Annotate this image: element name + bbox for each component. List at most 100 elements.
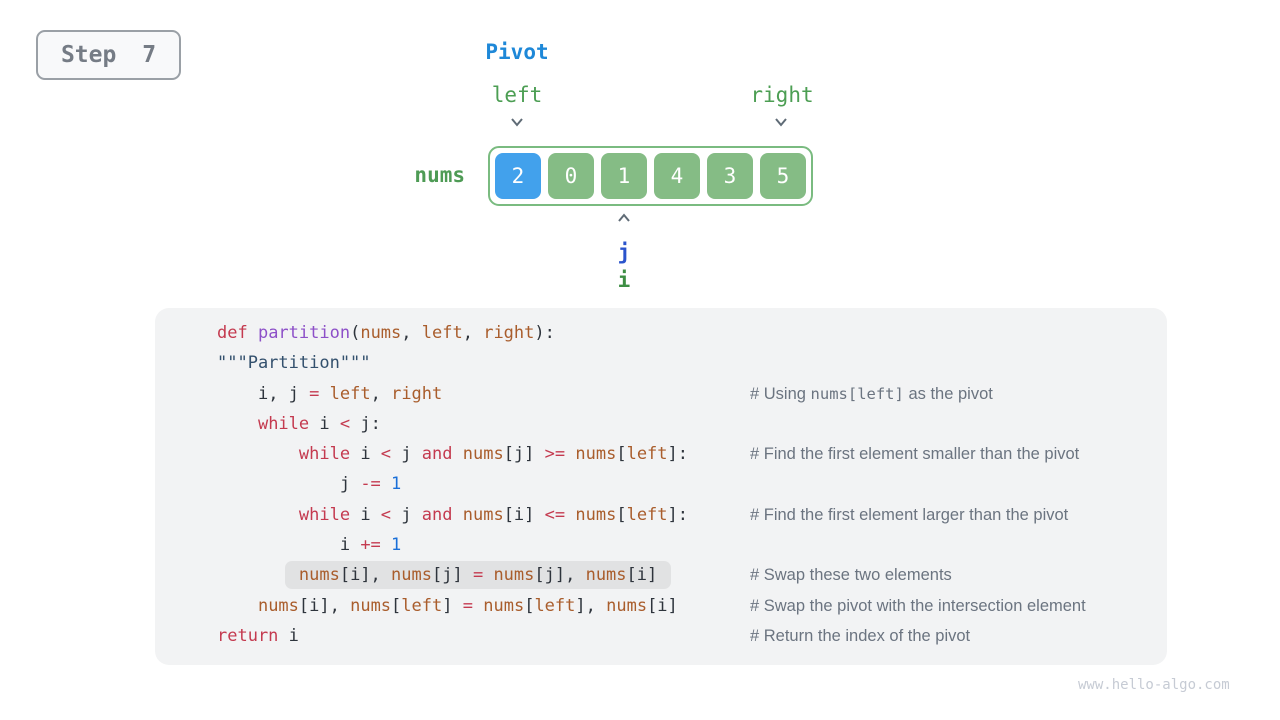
code-token: [j], (534, 565, 586, 586)
code-token: = (472, 565, 484, 586)
code-token (565, 444, 575, 464)
left-pointer-label: left (491, 83, 543, 107)
code-token: j (391, 444, 422, 465)
code-token: left (401, 595, 443, 616)
code-token: left (626, 504, 668, 525)
code-token: left (421, 323, 463, 343)
code-token (452, 444, 462, 464)
code-token: = (309, 383, 320, 404)
arrow-down-icon (511, 118, 523, 127)
arrow-down-icon (775, 118, 787, 127)
code-token: <= (544, 504, 566, 525)
code-token: -= (360, 474, 381, 495)
code-block: def partition(nums, left, right):"""Part… (155, 308, 1167, 665)
comment-text: as the pivot (903, 384, 993, 403)
code-token: 1 (391, 535, 402, 556)
code-token: left (534, 595, 576, 616)
pointer-i-label: i (617, 268, 631, 292)
code-comment: # Using nums[left] as the pivot (750, 379, 993, 409)
code-line: while i < j: (155, 409, 1167, 439)
code-token: , (370, 383, 392, 404)
code-token: nums (575, 444, 617, 465)
code-line: return i# Return the index of the pivot (155, 621, 1167, 651)
code-token: nums (493, 565, 535, 586)
code-token (565, 505, 575, 525)
code-line: i, j = left, right # Using nums[left] as … (155, 379, 1167, 409)
code-token (381, 474, 391, 494)
code-token: right (391, 383, 443, 404)
code-line: nums[i], nums[left] = nums[left], nums[i… (155, 591, 1167, 621)
right-pointer-label: right (750, 83, 814, 107)
comment-text: # Swap these two elements (750, 566, 952, 585)
pivot-label: Pivot (485, 40, 549, 64)
code-line: nums[i], nums[j] = nums[j], nums[i] # Swa… (155, 560, 1167, 590)
array-cell-pivot: 2 (495, 153, 541, 199)
code-token: [i] (626, 565, 658, 586)
code-line: i += 1 (155, 530, 1167, 560)
nums-array-label: nums (414, 163, 465, 187)
code-token: [j] (503, 444, 545, 465)
code-token: nums (575, 504, 617, 525)
code-token: i (309, 413, 340, 434)
code-token: and (421, 444, 453, 465)
code-token: while (298, 504, 351, 525)
array-cell: 5 (760, 153, 806, 199)
code-token: [ (391, 595, 402, 616)
code-line: j -= 1 (155, 469, 1167, 499)
code-token: ]: (667, 504, 689, 525)
code-comment: # Find the first element smaller than th… (750, 439, 1079, 469)
code-line: while i < j and nums[i] <= nums[left]:# … (155, 500, 1167, 530)
code-token: ]: (667, 444, 689, 465)
code-token: while (257, 413, 310, 434)
code-token: nums (257, 595, 299, 616)
code-token: ] (442, 595, 463, 616)
code-token (473, 596, 483, 616)
code-token: < (380, 504, 392, 525)
array-cell: 4 (654, 153, 700, 199)
code-token: nums (350, 595, 392, 616)
code-token: nums (360, 323, 402, 343)
code-token: nums (585, 565, 627, 586)
highlighted-code: nums[i], nums[j] = nums[j], nums[i] (284, 561, 672, 590)
code-line: """Partition""" (155, 348, 1167, 378)
comment-text: # Swap the pivot with the intersection e… (750, 596, 1086, 615)
code-token: i, j (257, 383, 310, 404)
code-token: nums (483, 595, 525, 616)
code-token (483, 565, 493, 585)
code-token (452, 505, 462, 525)
code-token: ], (575, 595, 607, 616)
comment-code-fragment: nums[left] (810, 384, 904, 403)
code-line: def partition(nums, left, right): (155, 318, 1167, 348)
code-token: nums (298, 565, 340, 586)
code-token: j (391, 504, 422, 525)
code-token: right (483, 323, 535, 343)
code-token: ( (350, 323, 361, 343)
code-comment: # Swap these two elements (750, 560, 952, 590)
code-token: , (462, 323, 484, 343)
comment-text: # Find the first element larger than the… (750, 505, 1069, 524)
code-token: < (339, 413, 351, 434)
array-cell: 1 (601, 153, 647, 199)
code-comment: # Find the first element larger than the… (750, 500, 1068, 530)
code-token: def (217, 323, 258, 343)
code-token: [i] (647, 595, 678, 616)
code-line: while i < j and nums[j] >= nums[left]:# … (155, 439, 1167, 469)
code-token: nums (391, 565, 432, 586)
code-token: ): (534, 323, 555, 343)
code-token: < (380, 444, 392, 465)
code-token: j (339, 474, 361, 495)
code-token: [ (616, 504, 627, 525)
array-cell: 3 (707, 153, 753, 199)
code-token: i (350, 444, 381, 465)
code-token: partition (257, 323, 351, 343)
arrow-up-icon (618, 213, 630, 222)
code-token: left (329, 383, 371, 404)
comment-text: # Using (750, 384, 811, 403)
code-token: >= (544, 444, 566, 465)
code-token: [j] (431, 565, 473, 586)
code-token (381, 535, 391, 555)
code-token: i (350, 504, 381, 525)
array-cell: 0 (548, 153, 594, 199)
code-token: nums (462, 504, 504, 525)
